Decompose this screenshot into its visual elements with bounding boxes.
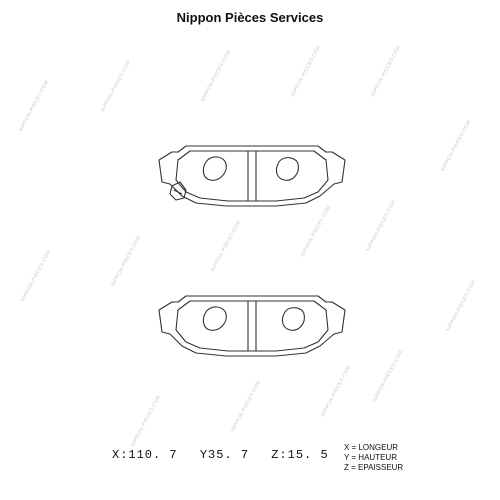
pad-outline — [158, 295, 346, 357]
friction-material — [175, 300, 329, 352]
pad-outline — [158, 145, 346, 207]
backing-hole — [275, 157, 299, 181]
brake-pad-bottom — [158, 295, 346, 357]
backing-hole — [202, 156, 227, 181]
friction-material — [175, 150, 329, 202]
dimension-z: Z:15. 5 — [271, 448, 329, 462]
dimension-legend: X = LONGEUR Y = HAUTEUR Z = EPAISSEUR — [344, 443, 403, 473]
backing-hole — [202, 306, 227, 331]
wear-sensor-clip — [169, 181, 187, 201]
legend-y: Y = HAUTEUR — [344, 453, 397, 462]
brake-pad-top — [158, 145, 346, 207]
legend-x: X = LONGEUR — [344, 443, 399, 452]
page-title: Nippon Pièces Services — [176, 10, 324, 25]
backing-hole — [281, 307, 305, 331]
legend-z: Z = EPAISSEUR — [344, 463, 404, 472]
dimension-x: X:110. 7 — [112, 448, 178, 462]
dimension-y: Y35. 7 — [199, 448, 250, 462]
wear-sensor-clip-detail — [173, 189, 183, 195]
dimension-readout: X:110. 7 Y35. 7 Z:15. 5 — [112, 448, 343, 462]
